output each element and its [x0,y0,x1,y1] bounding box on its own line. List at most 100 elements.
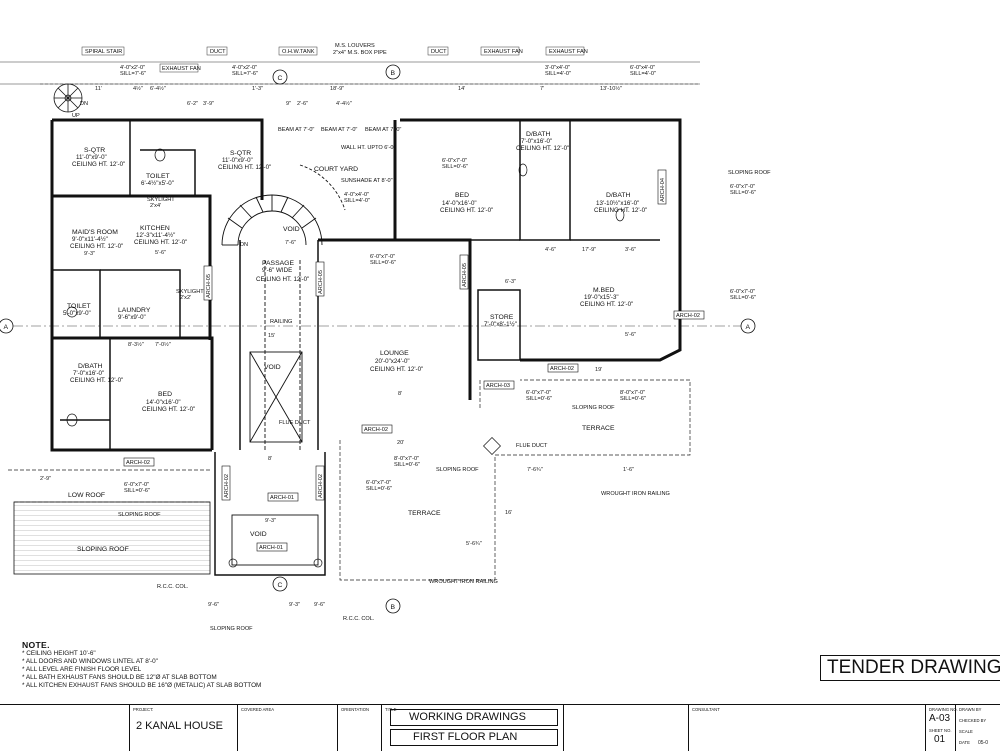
svg-text:CEILING HT. 12'-0": CEILING HT. 12'-0" [440,207,493,214]
window-sill-4: SILL=4'-0" [630,71,656,77]
ohw-tank-tag: O.H.W.TANK [282,49,315,55]
section-markers: A A B B C C [0,64,756,614]
sloping-roof-hatch [13,501,211,575]
room-bed-1: BED [455,192,469,199]
window-spec-7: 8'-0"x7'-0" [620,390,645,396]
orientation-cell: ORIENTATION [337,705,381,751]
svg-text:14'-0"x16'-0": 14'-0"x16'-0" [442,200,477,207]
room-lounge: LOUNGE [380,350,409,357]
title-first-floor-plan: FIRST FLOOR PLAN [413,731,518,743]
duct-tag: DUCT [210,49,226,55]
note-line: * ALL LEVEL ARE FINISH FLOOR LEVEL [22,665,142,673]
window-sill-2: SILL=7'-6" [120,71,146,77]
svg-text:13'-10½"x16'-0": 13'-10½"x16'-0" [596,200,639,207]
svg-text:A: A [4,324,9,331]
blank-cell [563,705,688,751]
svg-text:6'-3": 6'-3" [505,279,516,285]
room-sloping-roof: SLOPING ROOF [77,546,129,553]
room-kitchen: KITCHEN [140,225,170,232]
room-maids: MAID'S ROOM [72,229,118,236]
stair-up-tag: UP [72,113,80,119]
svg-text:CEILING HT. 12'-0": CEILING HT. 12'-0" [256,276,309,283]
svg-text:CEILING HT. 12'-0": CEILING HT. 12'-0" [370,366,423,373]
svg-text:20': 20' [397,440,404,446]
window-spec-4: 6'-0"x4'-0" [630,65,655,71]
arch-04-tag: ARCH-04 [660,178,666,202]
tender-drawing-stamp: TENDER DRAWING [820,655,1000,681]
section-marker-c-bottom [272,576,288,592]
svg-text:C: C [278,582,283,589]
arch-02-tag-3: ARCH-02 [550,366,574,372]
flue-duct-tag-2: FLUE DUCT [516,443,548,449]
main-curved-stair [221,164,346,246]
room-laundry: LAUNDRY [118,307,151,314]
drawing-number-cell: DRAWING NO. A-03 SHEET NO. 01 [925,705,958,751]
window-spec-2: 4'-0"x2'-0" [120,65,145,71]
approval-cell: DRAWN BY CHECKED BY SCALE DATE 05-0 [955,705,1000,751]
svg-text:14': 14' [458,86,465,92]
svg-text:8'-3½": 8'-3½" [128,341,144,348]
svg-text:4'-6": 4'-6" [545,247,556,253]
svg-text:9'-3": 9'-3" [265,518,276,524]
flue-duct-tag: FLUE DUCT [279,420,311,426]
section-marker-c-top [272,69,288,85]
svg-text:8': 8' [268,456,272,462]
arch-01-tag-1: ARCH-01 [270,495,294,501]
svg-text:4½": 4½" [133,85,143,92]
room-dbath-1: D/BATH [526,131,551,138]
svg-text:1'-6": 1'-6" [623,467,634,473]
room-toilet-2: TOILET [67,303,91,310]
rcc-col-tag-2: R.C.C. COL. [343,616,375,622]
exhaust-fan-tag: EXHAUST FAN [162,66,201,72]
svg-text:9'-0"x11'-4½": 9'-0"x11'-4½" [72,236,108,243]
svg-text:SILL=0'-6": SILL=0'-6" [620,396,646,402]
svg-text:B: B [391,604,396,611]
void-railing [231,260,319,566]
skylight-tag-2: SKYLIGHT [176,289,204,295]
svg-text:8': 8' [398,391,402,397]
window-spec-1: 4'-0"x2'-0" [232,65,257,71]
arch-tags: ARCH-02 ARCH-01 ARCH-01 ARCH-02 ARCH-03 … [123,169,705,552]
sloping-roof-tag-5: SLOPING ROOF [210,626,253,632]
exhaust-fan-tag-2: EXHAUST FAN [484,49,523,55]
project-cell: PROJECT: 2 KANAL HOUSE [129,705,237,751]
svg-text:C: C [278,75,283,82]
svg-text:2'-9": 2'-9" [40,476,51,482]
inner-walls [51,120,660,576]
title-block: PROJECT: 2 KANAL HOUSE COVERED AREA ORIE… [0,704,1000,751]
misc-tags: SKYLIGHT 2'x4' SKYLIGHT 2'x2' RAILING FL… [72,101,771,632]
notes-heading: NOTE. [22,640,50,650]
note-line: * ALL KITCHEN EXHAUST FANS SHOULD BE 16"… [22,681,262,689]
svg-text:SILL=0'-6": SILL=0'-6" [730,295,756,301]
drawing-number: A-03 [929,713,951,724]
note-line: * ALL DOORS AND WINDOWS LINTEL AT 8'-0" [22,657,158,665]
arch-02-tag-5: ARCH-02 [224,474,230,498]
svg-text:14'-0"x16'-0": 14'-0"x16'-0" [146,399,181,406]
window-spec-13: 6'-0"x7'-0" [730,289,755,295]
svg-text:5'-6¾": 5'-6¾" [466,541,482,547]
stair-dn-tag-2: DN [240,242,248,248]
svg-text:19'-0"x15'-3": 19'-0"x15'-3" [584,294,619,301]
beam-tag-2: BEAM AT 7'-0" [321,127,357,133]
svg-text:7'-0"x16'-0": 7'-0"x16'-0" [521,138,552,145]
window-spec-10: 6'-0"x7'-0" [366,480,391,486]
svg-text:SILL=0'-6": SILL=0'-6" [124,488,150,494]
svg-text:9'-6": 9'-6" [208,602,219,608]
arch-05-tag-3: ARCH-05 [206,274,212,298]
room-terrace-2: TERRACE [582,425,615,432]
svg-text:19': 19' [595,367,602,373]
svg-text:CEILING HT. 12'-0": CEILING HT. 12'-0" [142,406,195,413]
window-spec-12: 6'-0"x7'-0" [730,184,755,190]
svg-text:2'x4': 2'x4' [150,203,161,209]
svg-text:CEILING HT. 12'-0": CEILING HT. 12'-0" [594,207,647,214]
svg-text:7': 7' [540,86,544,92]
svg-text:2'x2': 2'x2' [180,295,191,301]
svg-text:12'-3"x11'-4½": 12'-3"x11'-4½" [136,232,175,239]
room-toilet-1: TOILET [146,173,170,180]
room-master-bed: M.BED [593,287,615,294]
window-sill-3: SILL=4'-0" [545,71,571,77]
section-marker-b-bottom [385,598,401,614]
room-store: STORE [490,314,514,321]
louvers-pipe-tag: 2"x4" M.S. BOX PIPE [333,50,387,56]
project-name: 2 KANAL HOUSE [136,720,224,732]
